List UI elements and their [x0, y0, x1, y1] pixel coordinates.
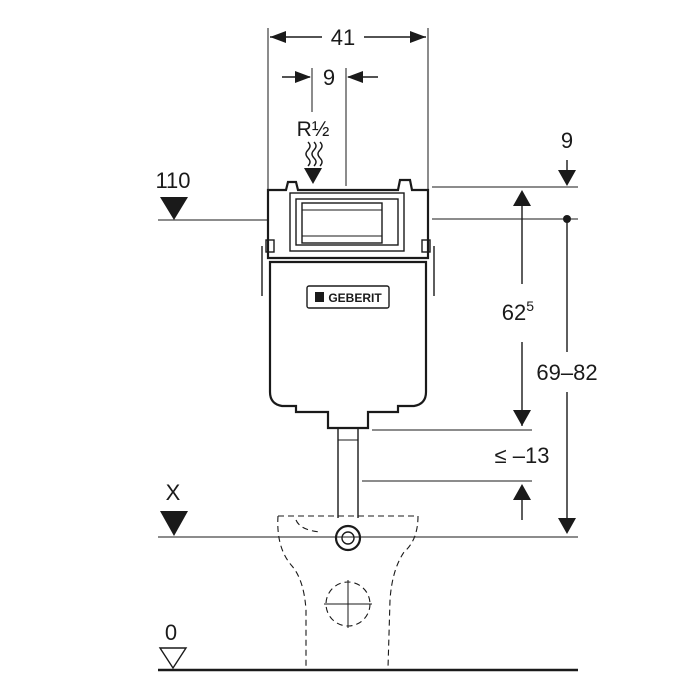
dimension-label-9-right: 9 — [561, 128, 573, 153]
level-0-triangle-icon — [158, 647, 188, 670]
cistern: GEBERIT — [261, 178, 435, 430]
level-marker-110: 110 — [155, 168, 290, 221]
level-x-triangle-icon — [160, 511, 188, 536]
level-110-triangle-icon — [160, 197, 188, 220]
dimension-label-62: 625 — [502, 298, 534, 325]
level-label-110: 110 — [155, 168, 190, 193]
level-marker-0: 0 — [158, 620, 578, 672]
dimension-label-9-top: 9 — [323, 65, 335, 90]
dimension-label-outlet: ≤ –13 — [495, 443, 550, 468]
flush-pipe — [334, 428, 362, 552]
reference-dot-icon — [563, 215, 571, 223]
level-label-x: X — [166, 480, 181, 505]
dimension-width-41: 41 — [267, 25, 429, 190]
water-wave-icon — [305, 141, 323, 167]
dimension-top-9: 9 — [432, 128, 578, 220]
level-label-0: 0 — [165, 620, 177, 645]
dimension-outlet-depth: ≤ –13 — [362, 443, 549, 520]
toilet-bowl — [277, 515, 419, 669]
dimension-label-41: 41 — [331, 25, 355, 50]
dimension-flush-range: 69–82 — [536, 215, 598, 534]
geberit-logo-icon — [315, 292, 324, 302]
inlet-arrow-icon — [304, 168, 322, 184]
dimension-offset-9: 9 — [282, 65, 378, 186]
dimension-label-69-82: 69–82 — [536, 360, 597, 385]
level-marker-x: X — [158, 480, 578, 538]
water-inlet: R½ — [297, 118, 330, 184]
water-inlet-label: R½ — [297, 118, 330, 141]
dimension-cistern-height: 625 — [372, 190, 534, 431]
brand-name: GEBERIT — [328, 291, 382, 305]
